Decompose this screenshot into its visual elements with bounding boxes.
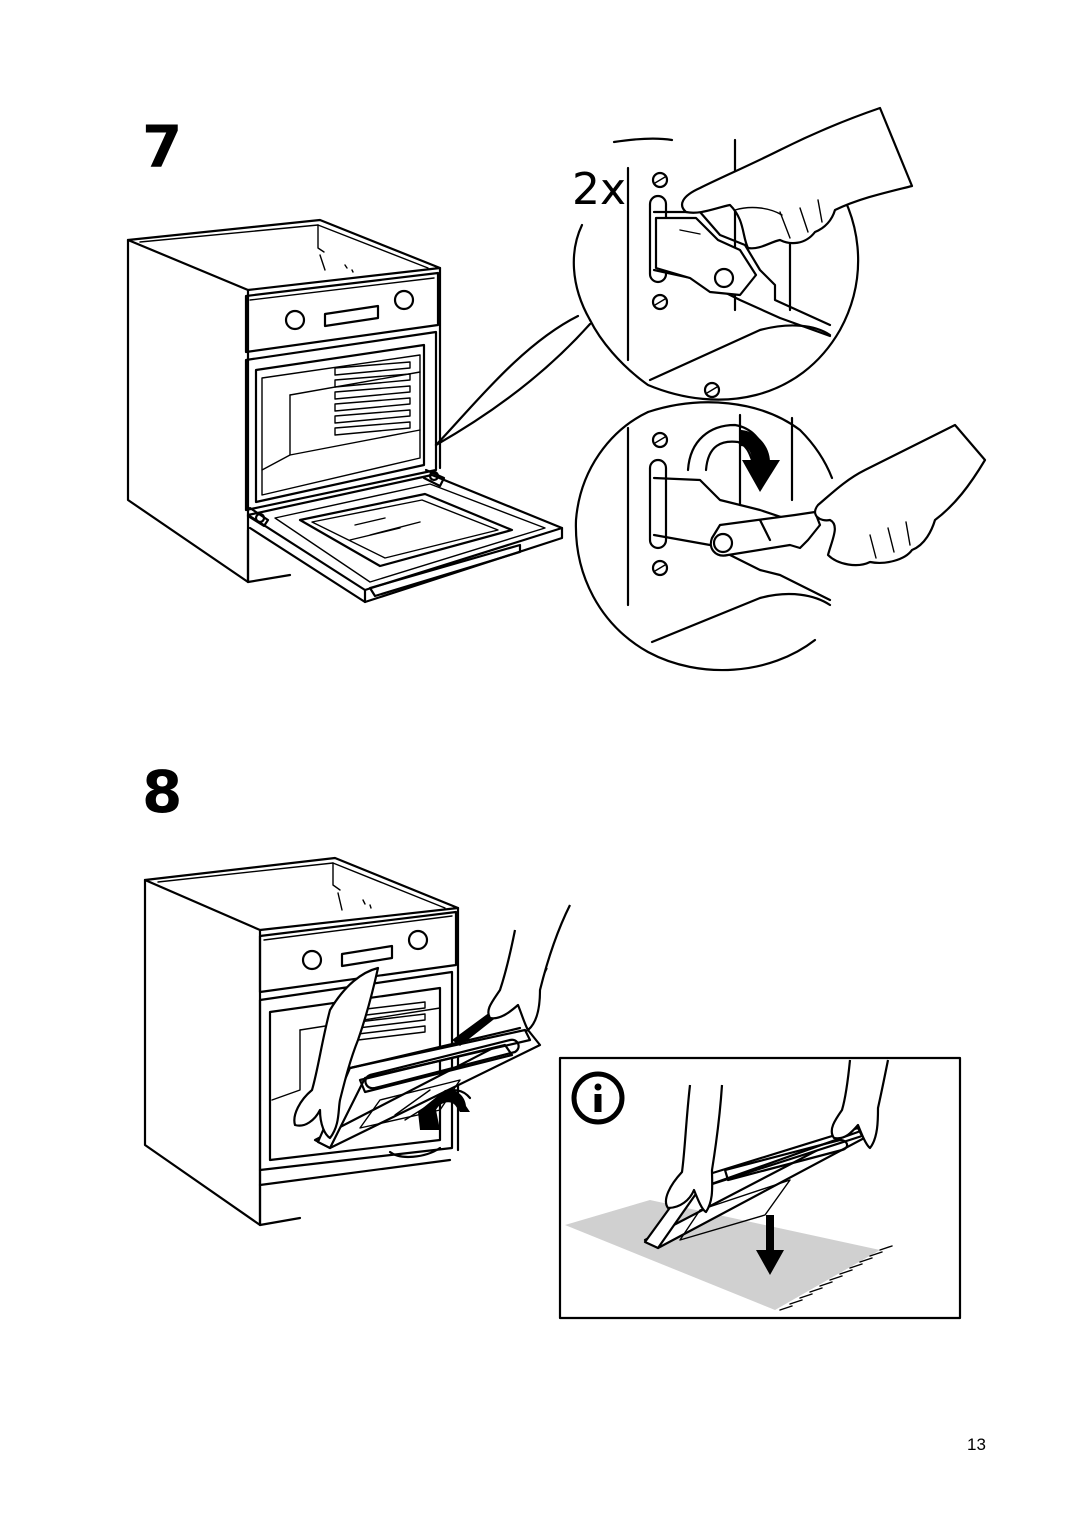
info-tip-box xyxy=(558,1056,962,1320)
callout-connector xyxy=(434,322,592,447)
oven-door-removal-illustration xyxy=(143,856,571,1227)
page-number: 13 xyxy=(967,1435,986,1454)
hinge-detail-lock-illustration xyxy=(574,401,987,672)
step-number-7: 7 xyxy=(142,113,183,181)
oven-open-door-illustration xyxy=(126,218,564,604)
hinge-detail-lift-illustration xyxy=(572,106,914,401)
info-icon xyxy=(571,1071,625,1125)
step-number-8: 8 xyxy=(142,758,183,826)
multiplier-label: 2x xyxy=(572,164,627,215)
